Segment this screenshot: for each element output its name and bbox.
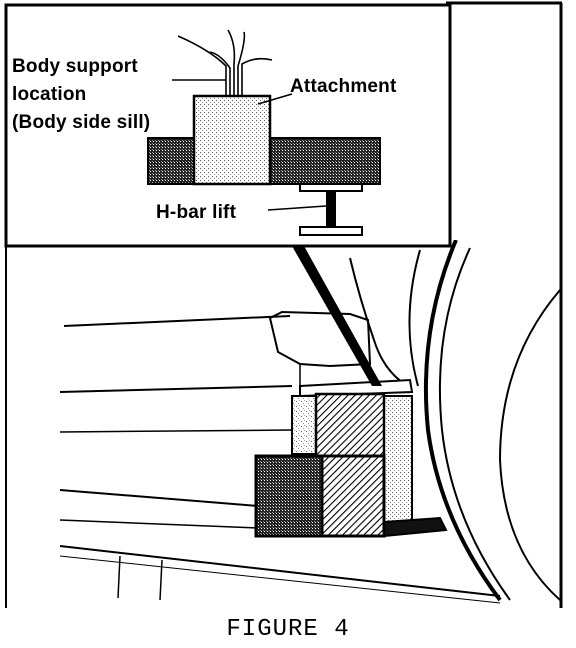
callout-pointer (292, 246, 382, 386)
figure-caption: FIGURE 4 (226, 616, 350, 643)
outer-frame (5, 1, 563, 608)
h-bar-lift-label: H-bar lift (156, 202, 237, 223)
body-support-label-line2: location (12, 84, 87, 105)
vehicle-underbody-view (59, 240, 561, 604)
body-support-label-line1: Body support (12, 56, 138, 77)
callout-box (4, 3, 452, 248)
body-support-label-line3: (Body side sill) (12, 112, 151, 133)
attachment-label: Attachment (290, 76, 397, 97)
h-bar-lift-shape (299, 183, 363, 236)
